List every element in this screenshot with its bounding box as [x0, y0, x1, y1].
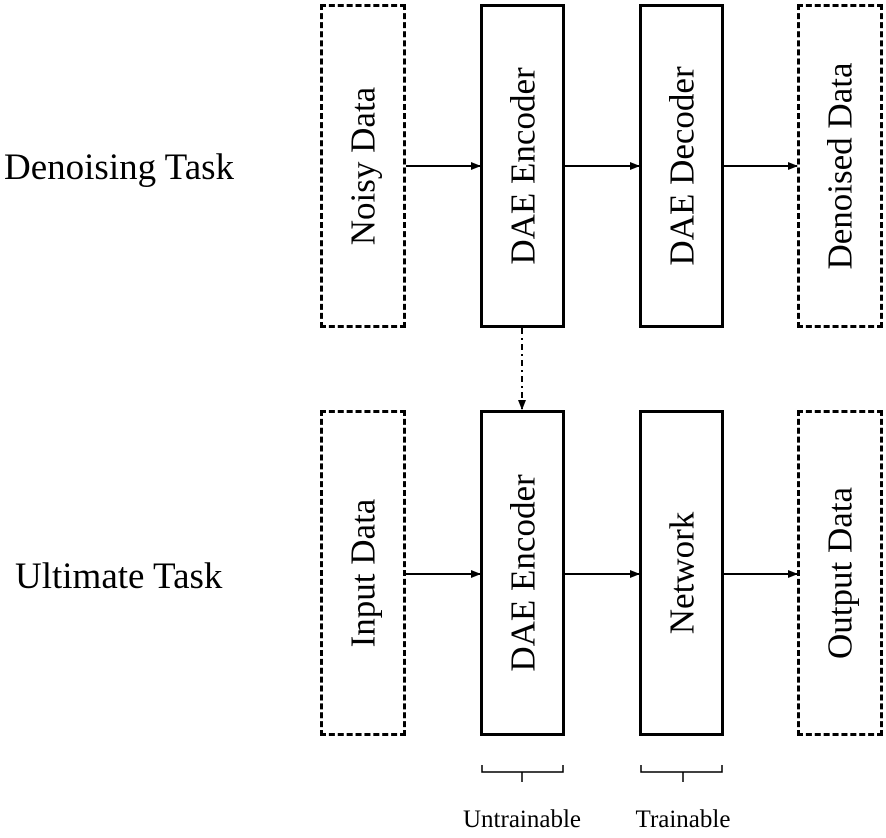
input-data-box: Input Data	[320, 410, 406, 736]
network-box: Network	[639, 410, 724, 736]
dae-encoder-label-bottom: DAE Encoder	[503, 474, 542, 672]
input-data-label: Input Data	[343, 498, 383, 648]
untrainable-caption: Untrainable	[462, 806, 582, 833]
denoised-data-box: Denoised Data	[797, 4, 883, 328]
ultimate-task-label: Ultimate Task	[15, 556, 223, 597]
brace-trainable	[640, 765, 723, 782]
output-data-box: Output Data	[797, 410, 883, 736]
brace-untrainable	[481, 765, 564, 782]
noisy-data-box: Noisy Data	[320, 4, 406, 328]
denoised-data-label: Denoised Data	[820, 62, 860, 270]
dae-encoder-box-bottom: DAE Encoder	[480, 410, 565, 736]
output-data-label: Output Data	[820, 486, 860, 660]
dae-decoder-label: DAE Decoder	[662, 66, 701, 266]
dae-encoder-box-top: DAE Encoder	[480, 4, 565, 328]
dae-encoder-label-top: DAE Encoder	[503, 67, 542, 265]
noisy-data-label: Noisy Data	[343, 86, 383, 246]
denoising-task-label: Denoising Task	[4, 147, 235, 188]
trainable-caption: Trainable	[635, 806, 731, 833]
dae-decoder-box: DAE Decoder	[639, 4, 724, 328]
network-label: Network	[662, 511, 701, 635]
